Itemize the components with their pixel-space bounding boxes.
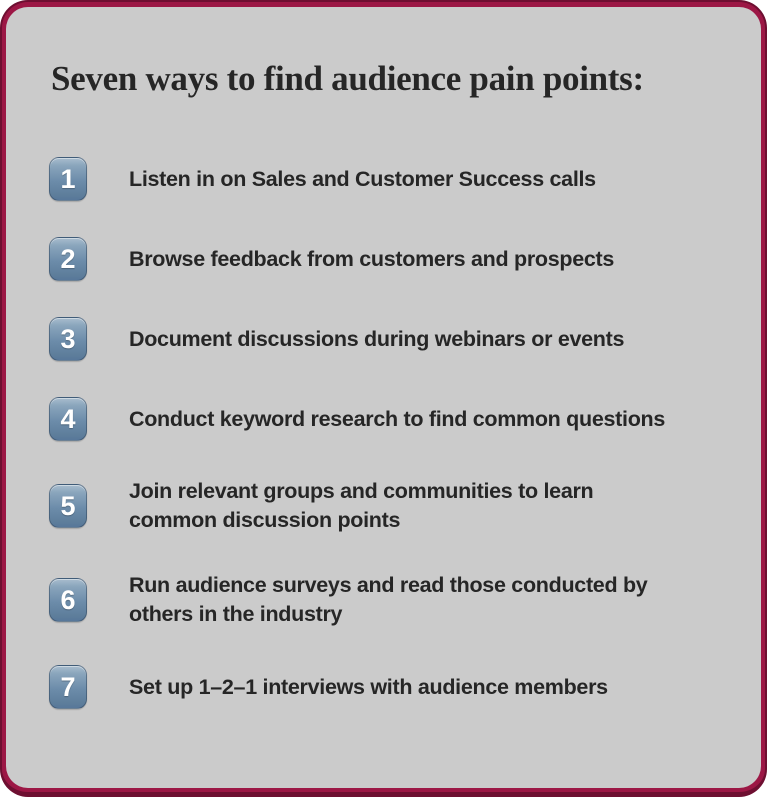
list-item-text: Run audience surveys and read those cond… — [129, 573, 648, 626]
list-item: 4 Conduct keyword research to find commo… — [49, 397, 725, 441]
keycap-number-icon: 5 — [49, 484, 87, 528]
keycap-digit: 4 — [60, 403, 76, 434]
keycap-digit: 1 — [60, 163, 76, 194]
list-item: 2 Browse feedback from customers and pro… — [49, 237, 725, 281]
list-item: 3 Document discussions during webinars o… — [49, 317, 725, 361]
list-item-text: Document discussions during webinars or … — [129, 326, 625, 351]
keycap-number-icon: 1 — [49, 157, 87, 201]
keycap-number-icon: 4 — [49, 397, 87, 441]
keycap-digit: 3 — [60, 323, 76, 354]
keycap-digit: 5 — [60, 490, 76, 521]
list-item-text: Join relevant groups and communities to … — [129, 479, 594, 532]
list-item-text: Set up 1–2–1 interviews with audience me… — [129, 674, 608, 699]
keycap-number-icon: 7 — [49, 665, 87, 709]
list-item-text: Listen in on Sales and Customer Success … — [129, 166, 596, 191]
keycap-number-icon: 6 — [49, 578, 87, 622]
keycap-number-icon: 3 — [49, 317, 87, 361]
card-panel: Seven ways to find audience pain points:… — [6, 7, 761, 788]
pain-points-list: 1 Listen in on Sales and Customer Succes… — [49, 157, 725, 709]
list-item: 1 Listen in on Sales and Customer Succes… — [49, 157, 725, 201]
keycap-digit: 2 — [60, 243, 76, 274]
list-item: 5 Join relevant groups and communities t… — [49, 477, 725, 535]
list-item-text: Conduct keyword research to find common … — [129, 406, 666, 431]
list-item: 7 Set up 1–2–1 interviews with audience … — [49, 665, 725, 709]
page-title: Seven ways to find audience pain points: — [51, 59, 644, 98]
list-item: 6 Run audience surveys and read those co… — [49, 571, 725, 629]
keycap-digit: 6 — [60, 584, 76, 615]
list-item-text: Browse feedback from customers and prosp… — [129, 246, 615, 271]
keycap-number-icon: 2 — [49, 237, 87, 281]
keycap-digit: 7 — [60, 671, 76, 702]
